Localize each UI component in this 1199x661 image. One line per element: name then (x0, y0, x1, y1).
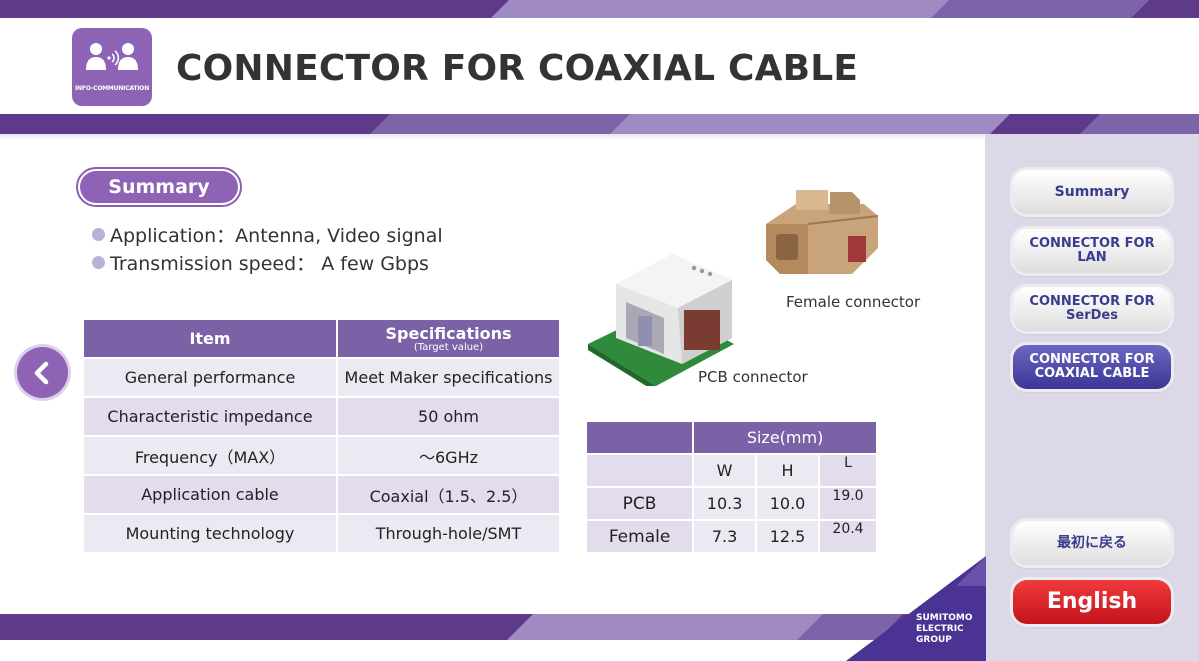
category-label: INFO-COMMUNICATION (74, 85, 150, 92)
size-row-h: 10.0 (757, 488, 818, 519)
footer-corner-shape (846, 556, 986, 661)
size-cols-row: W H L (587, 455, 876, 486)
nav-coaxial-button[interactable]: CONNECTOR FOR COAXIAL CABLE (1013, 345, 1171, 389)
size-col-blank (587, 455, 693, 486)
size-table: Size(mm) W H L PCB 10.3 10.0 19.0 Female… (585, 420, 878, 554)
bullet-dot-icon (92, 227, 105, 241)
size-header-row: Size(mm) (587, 422, 876, 453)
table-row: PCB 10.3 10.0 19.0 (587, 488, 876, 519)
category-logo: INFO-COMMUNICATION (72, 28, 152, 106)
size-col-w: W (694, 455, 756, 486)
size-col-h: H (757, 455, 818, 486)
footer-band (0, 614, 985, 640)
size-row-l: 19.0 (820, 488, 876, 519)
chevron-left-icon (34, 361, 48, 384)
table-row: Application cable Coaxial（1.5、2.5） (84, 476, 559, 513)
size-col-l: L (820, 455, 876, 486)
brand-line: ELECTRIC (916, 624, 964, 634)
summary-bullet-text: Transmission speed： A few Gbps (110, 252, 429, 275)
size-header: Size(mm) (694, 422, 876, 453)
table-row: Frequency（MAX） ～6GHz (84, 437, 559, 474)
header-spec-sub: (Target value) (413, 342, 484, 353)
top-stripe (0, 0, 1199, 18)
size-row-l: 20.4 (820, 521, 876, 552)
table-row: Female 7.3 12.5 20.4 (587, 521, 876, 552)
size-header-blank (587, 422, 693, 453)
nav-lan-button[interactable]: CONNECTOR FOR LAN (1013, 229, 1171, 273)
summary-bullet-text: Application：Antenna, Video signal (110, 224, 443, 247)
nav-panel: Summary CONNECTOR FOR LAN CONNECTOR FOR … (985, 134, 1199, 661)
size-row-w: 10.3 (694, 488, 756, 519)
row-item: Frequency（MAX） (84, 437, 336, 474)
english-button[interactable]: English (1013, 580, 1171, 624)
home-button[interactable]: 最初に戻る (1013, 521, 1171, 565)
table-row: Characteristic impedance 50 ohm (84, 398, 559, 435)
size-row-w: 7.3 (694, 521, 756, 552)
row-item: Characteristic impedance (84, 398, 336, 435)
row-spec: Meet Maker specifications (338, 359, 559, 396)
female-connector-image (766, 190, 879, 274)
brand-line: GROUP (916, 635, 952, 645)
row-spec: Through-hole/SMT (338, 515, 559, 552)
brand-line: SUMITOMO (916, 613, 973, 623)
summary-bullet: Transmission speed： A few Gbps (92, 248, 443, 276)
pcb-connector-caption: PCB connector (698, 368, 808, 386)
row-spec: 50 ohm (338, 398, 559, 435)
spec-table: Item Specifications (Target value) Gener… (82, 318, 561, 554)
summary-bullets: Application：Antenna, Video signal Transm… (92, 220, 443, 276)
row-item: Mounting technology (84, 515, 336, 552)
header-item: Item (84, 320, 336, 357)
back-button[interactable] (17, 347, 68, 398)
header: INFO-COMMUNICATION CONNECTOR FOR COAXIAL… (0, 18, 1199, 114)
summary-bullet: Application：Antenna, Video signal (92, 220, 443, 248)
female-connector-caption: Female connector (786, 293, 921, 311)
header-spec-label: Specifications (385, 324, 512, 343)
nav-serdes-button[interactable]: CONNECTOR FOR SerDes (1013, 287, 1171, 331)
table-row: General performance Meet Maker specifica… (84, 359, 559, 396)
nav-summary-button[interactable]: Summary (1013, 170, 1171, 214)
page-title: CONNECTOR FOR COAXIAL CABLE (176, 48, 859, 89)
row-spec: ～6GHz (338, 437, 559, 474)
size-row-name: Female (587, 521, 693, 552)
size-row-h: 12.5 (757, 521, 818, 552)
row-spec: Coaxial（1.5、2.5） (338, 476, 559, 513)
header-shadow (0, 134, 985, 140)
header-spec: Specifications (Target value) (338, 320, 559, 357)
pcb-connector-image (588, 254, 734, 386)
size-row-name: PCB (587, 488, 693, 519)
row-item: General performance (84, 359, 336, 396)
info-communication-icon (86, 43, 138, 70)
header-stripe (0, 114, 1199, 134)
summary-heading-label: Summary (80, 171, 238, 203)
brand-logo: SUMITOMO ELECTRIC GROUP (916, 613, 973, 646)
table-header-row: Item Specifications (Target value) (84, 320, 559, 357)
row-item: Application cable (84, 476, 336, 513)
summary-heading: Summary (76, 167, 242, 207)
bullet-dot-icon (92, 255, 105, 269)
table-row: Mounting technology Through-hole/SMT (84, 515, 559, 552)
